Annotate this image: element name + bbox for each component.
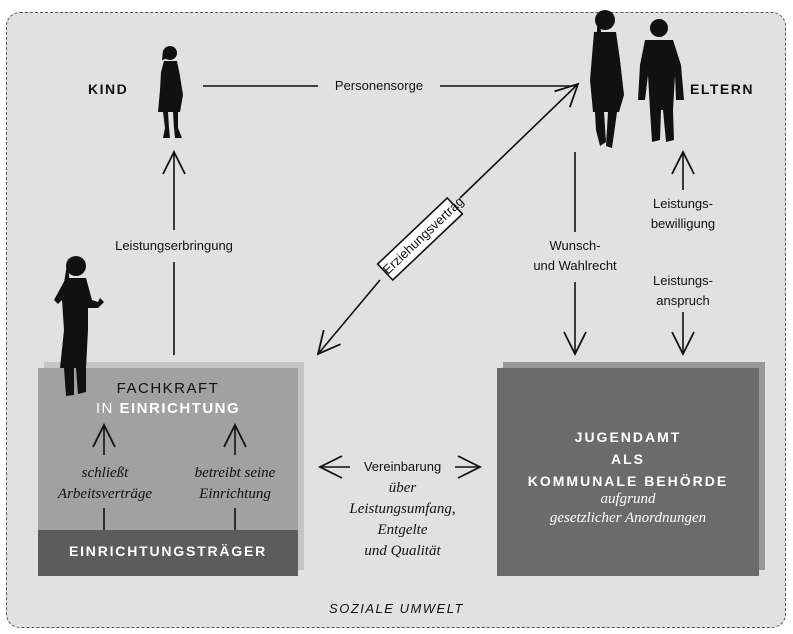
fachkraft-in: IN [95,400,114,417]
jugendamt-als: ALS [611,451,645,467]
eltern-label: ELTERN [690,81,754,97]
fachkraft-subtitle: IN EINRICHTUNG [38,400,298,417]
fachkraft-einrichtung: EINRICHTUNG [119,400,241,417]
parents-silhouette-icon [590,10,684,148]
qualitaet-label: und Qualität [364,543,441,559]
erziehungsvertrag-label-box [376,196,464,282]
einrichtungstraeger-bar [38,530,298,576]
jugendamt-title: JUGENDAMT [574,429,682,445]
leistungserbringung-label: Leistungserbringung [115,238,233,253]
schliesst-label-1: schließt [81,465,129,481]
jugendamt-sub-2: gesetzlicher Anordnungen [549,510,707,526]
anspruch-label-1: Leistungs- [653,273,713,288]
jugendamt-sub-1: aufgrund [600,491,656,507]
woman-silhouette-icon [54,256,104,396]
entgelte-label: Entgelte [377,522,428,538]
child-silhouette-icon [158,46,183,138]
kind-label: KIND [88,81,129,97]
wunsch-label-2: und Wahlrecht [533,258,617,273]
schliesst-label-2: Arbeitsverträge [57,486,153,502]
betreibt-label-2: Einrichtung [199,486,271,502]
betreibt-label-1: betreibt seine [194,465,276,481]
soziale-umwelt-label: SOZIALE UMWELT [329,601,464,616]
fachkraft-title: FACHKRAFT [116,380,220,397]
vereinbarung-label: Vereinbarung [363,459,442,474]
erziehungsvertrag-line-upper [459,84,578,199]
bewilligung-label-1: Leistungs- [653,196,713,211]
einrichtungstraeger-label: EINRICHTUNGSTRÄGER [68,543,268,559]
bewilligung-label-2: bewilligung [650,216,716,231]
wunsch-label-1: Wunsch- [549,238,601,253]
ueber-label: über [388,480,417,496]
leistungsumfang-label: Leistungsumfang, [349,501,456,517]
anspruch-label-2: anspruch [656,293,710,308]
erziehungsvertrag-line-lower [318,279,381,354]
personensorge-label: Personensorge [334,78,424,93]
jugendamt-behoerde: KOMMUNALE BEHÖRDE [527,473,729,489]
jugendamt-box [497,368,759,576]
